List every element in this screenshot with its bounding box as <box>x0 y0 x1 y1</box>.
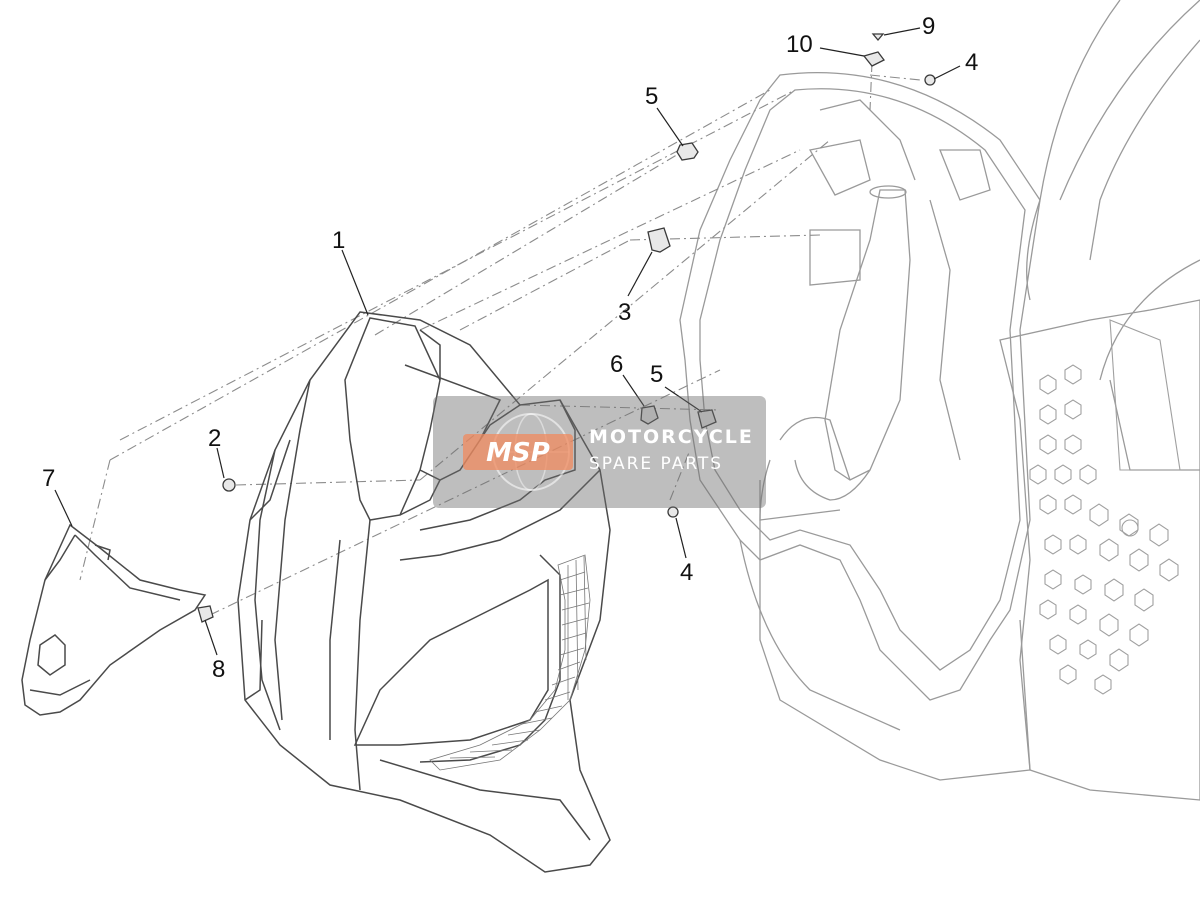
screw-part-2 <box>222 478 236 492</box>
bracket-part-10 <box>862 51 885 67</box>
callout-part-4-top: 4 <box>965 49 978 76</box>
callout-part-3: 3 <box>618 299 631 326</box>
clip-part-8 <box>197 605 214 623</box>
callout-part-9: 9 <box>922 13 935 40</box>
leader-lines <box>54 27 961 656</box>
side-cover-part-7 <box>21 523 207 716</box>
floorboard-pattern <box>1029 319 1181 695</box>
callout-labels: 1 2 3 4 4 5 5 6 7 8 9 10 <box>42 13 978 683</box>
screw-part-4-bottom <box>667 506 679 518</box>
shield-mesh-pattern <box>429 554 591 771</box>
watermark-band: MSP <box>433 396 766 508</box>
callout-part-10: 10 <box>786 31 813 58</box>
clip-part-5-mid <box>697 409 717 429</box>
watermark-logo: MSP <box>486 438 550 468</box>
callout-part-5-top: 5 <box>645 83 658 110</box>
scooter-frame-outline <box>679 0 1200 801</box>
callout-part-4-bottom: 4 <box>680 559 693 586</box>
callout-part-8: 8 <box>212 656 225 683</box>
callout-part-7: 7 <box>42 465 55 492</box>
front-shield-cover-part-1 <box>237 311 611 873</box>
screw-part-4-top <box>924 74 936 86</box>
watermark-logo-badge <box>463 434 573 470</box>
watermark-line-2: SPARE PARTS <box>589 454 724 474</box>
watermark-line-1: MOTORCYCLE <box>589 426 754 448</box>
clip-part-5-top <box>676 142 699 161</box>
callout-part-2: 2 <box>208 425 221 452</box>
callout-part-6: 6 <box>610 351 623 378</box>
clip-part-3 <box>647 227 671 253</box>
fasteners <box>197 33 936 623</box>
callout-part-5-mid: 5 <box>650 361 663 388</box>
screw-part-9 <box>871 33 885 42</box>
callout-part-1: 1 <box>332 227 345 254</box>
watermark: MSP MOTORCYCLE SPARE PARTS <box>433 396 766 508</box>
clip-part-6 <box>640 405 659 425</box>
